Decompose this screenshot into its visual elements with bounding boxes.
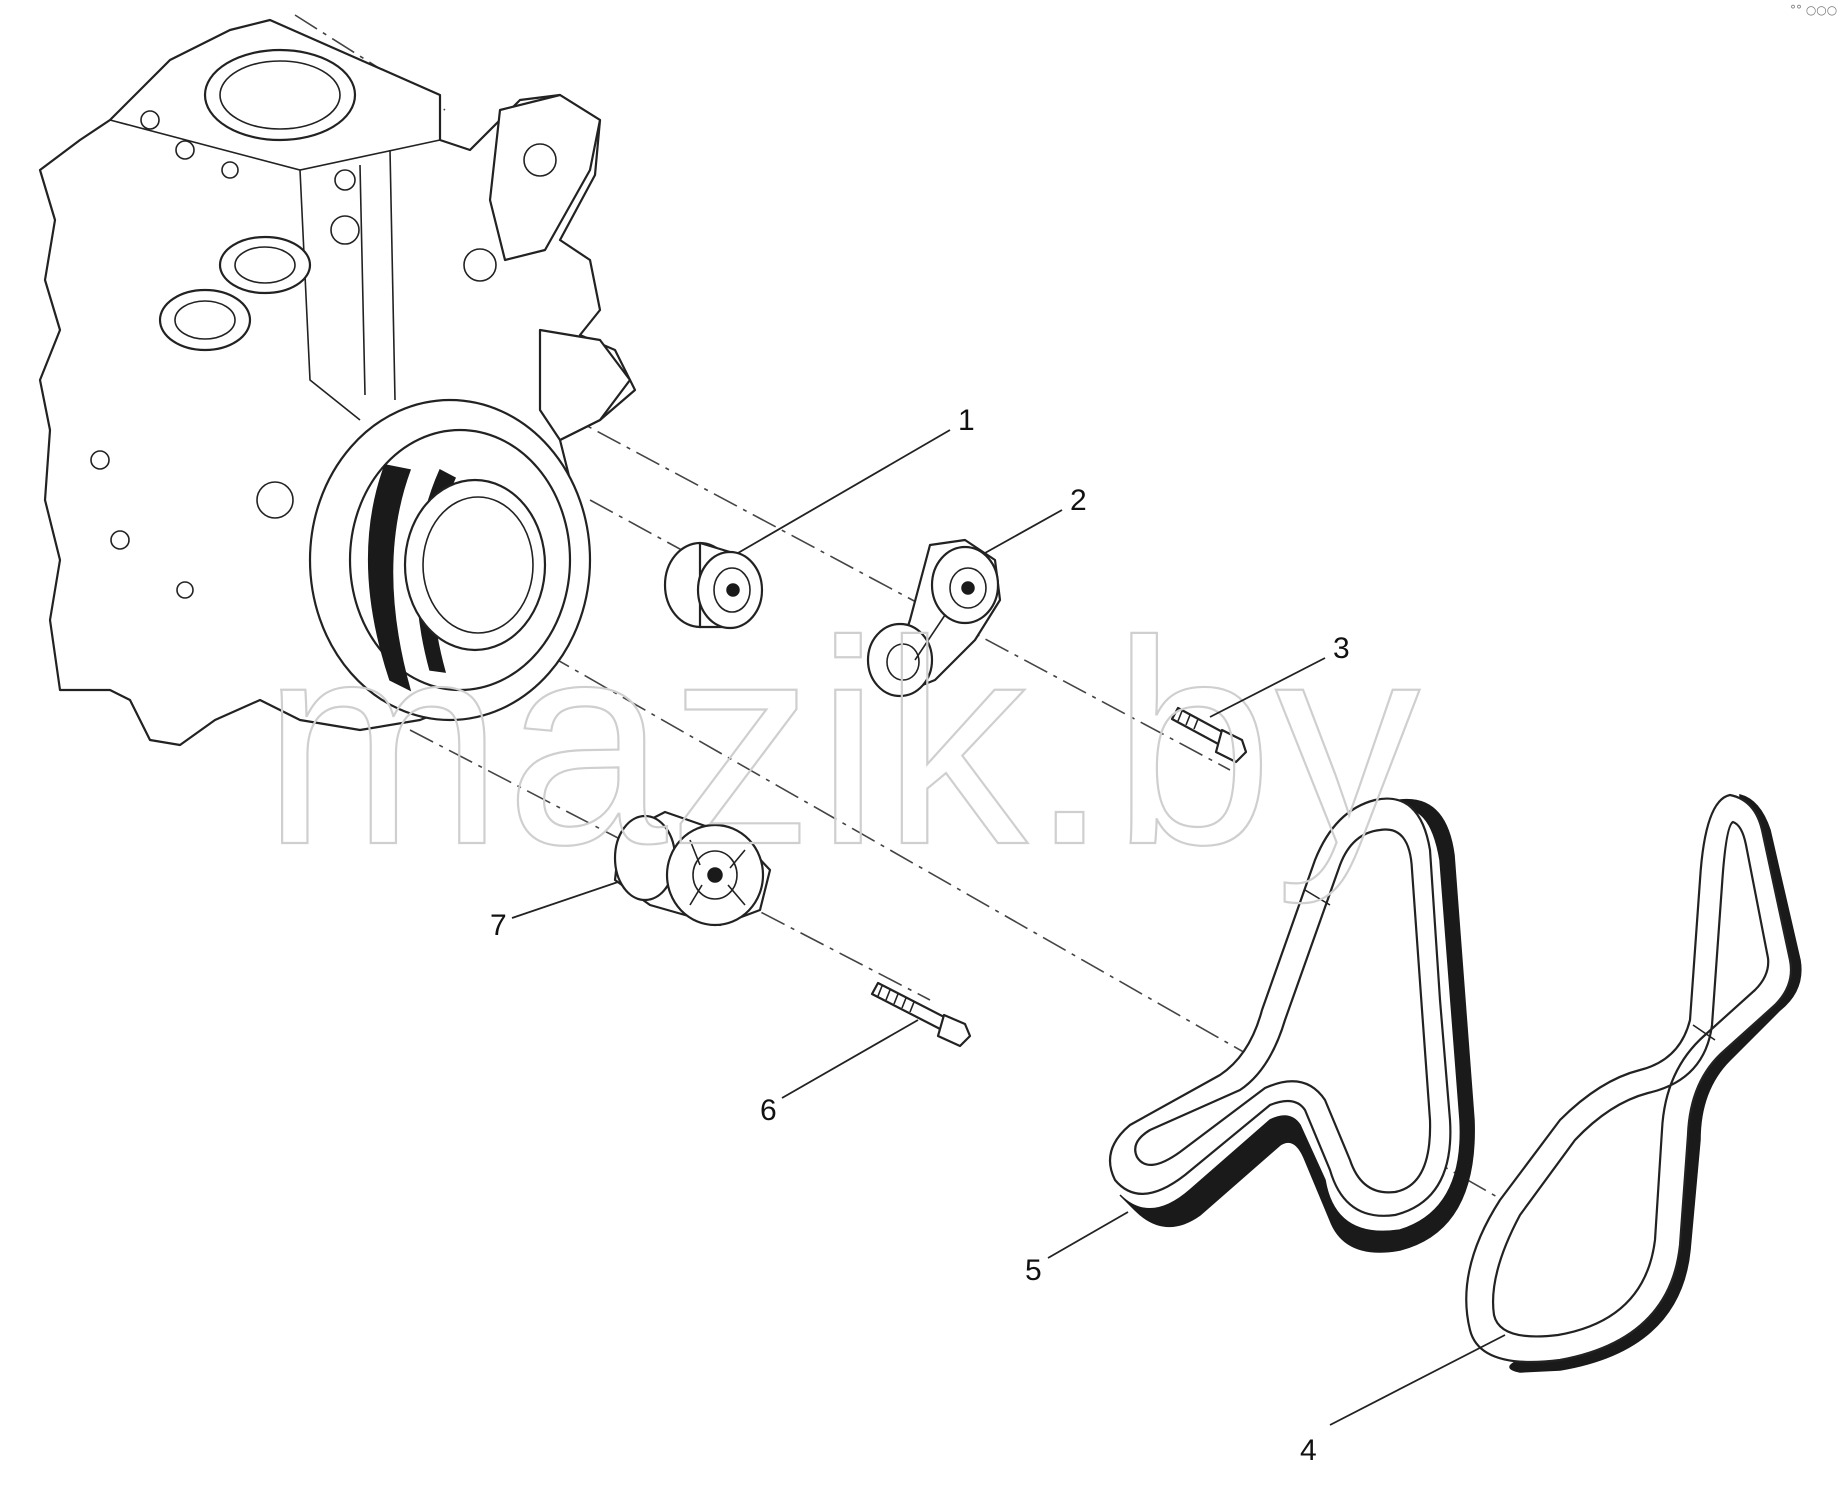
tensioner-pivot-bore [961,581,975,595]
bolt-hole-e [334,169,356,191]
axis-lower [409,729,931,1001]
damper-hub-inner [422,496,534,634]
leader-4 [1329,1334,1506,1426]
tensioner-bolt-head [1214,728,1248,764]
idler-pulley [663,541,764,630]
bolt-hole-f [463,248,497,282]
leader-1 [737,429,951,554]
callout-3: 3 [1333,632,1350,665]
idler-pulley-bore [726,583,740,597]
leader-5 [1047,1211,1129,1259]
watermark: mazik.by [262,581,1422,906]
belt-short-inner [1134,828,1432,1194]
leader-6 [781,1019,919,1099]
bolt-hole-h [110,530,130,550]
bracket-hole [523,143,557,177]
thermostat-housing-inner [234,246,296,284]
tensioner-pivot-inner [949,567,987,609]
leader-7 [511,881,619,919]
bolt-hole-a [140,110,160,130]
alternator-pulley-spokes [689,839,746,906]
alternator-pulley-hub [692,850,738,900]
corner-mark: °° ○○○ [1790,3,1837,17]
cylinder-bore [203,48,357,142]
alternator-bolt [870,981,972,1048]
callout-1: 1 [958,404,975,437]
tensioner-bolt-thread [1177,710,1199,730]
accessory-bracket [538,328,632,442]
alternator-bolt-head [936,1013,972,1048]
alternator-pulley-bore [707,867,723,883]
callout-7: 7 [490,909,507,942]
callout-6: 6 [760,1094,777,1127]
alternator-pulley [613,810,772,927]
callout-4: 4 [1300,1434,1317,1467]
leader-lines [511,429,1506,1426]
leader-2 [984,509,1063,554]
cylinder-bore-inner [219,60,341,130]
leader-3 [1209,657,1326,718]
callout-5: 5 [1025,1254,1042,1287]
belt-long-inner [1491,820,1770,1338]
water-outlet-inner [174,300,236,340]
thermostat-housing [218,235,312,295]
bolt-hole-b [175,140,195,160]
tensioner-arm-rib [914,614,946,661]
block-rib [389,149,396,401]
belt-tensioner [866,538,1002,698]
crankshaft-pulley [308,398,592,722]
bolt-hole-j [256,481,294,519]
tensioner-pulley [866,622,934,698]
bolt-hole-g [90,450,110,470]
bolt-hole-c [221,161,239,179]
damper-hub [403,478,547,652]
tensioner-pulley-inner [886,643,920,681]
tensioner-bolt [1170,706,1248,764]
belt-long-seam [1692,1024,1716,1041]
alternator-bolt-thread [877,985,915,1013]
belt-long [1465,793,1802,1373]
idler-pulley-bearing [713,567,751,613]
upper-bracket [488,93,602,262]
callout-2: 2 [1070,484,1087,517]
damper-groove-band [367,464,412,692]
block-rib-2 [359,164,366,396]
axis-upper [519,389,1231,771]
belt-short [1108,797,1475,1253]
block-front-edge [299,169,361,421]
belt-short-back [1119,798,1475,1253]
bolt-hole-d [330,215,360,245]
callout-numbers: 1 2 3 4 5 6 7 [490,404,1350,1467]
belt-short-seam [1304,889,1331,906]
bolt-hole-i [176,581,194,599]
water-outlet [158,288,252,352]
